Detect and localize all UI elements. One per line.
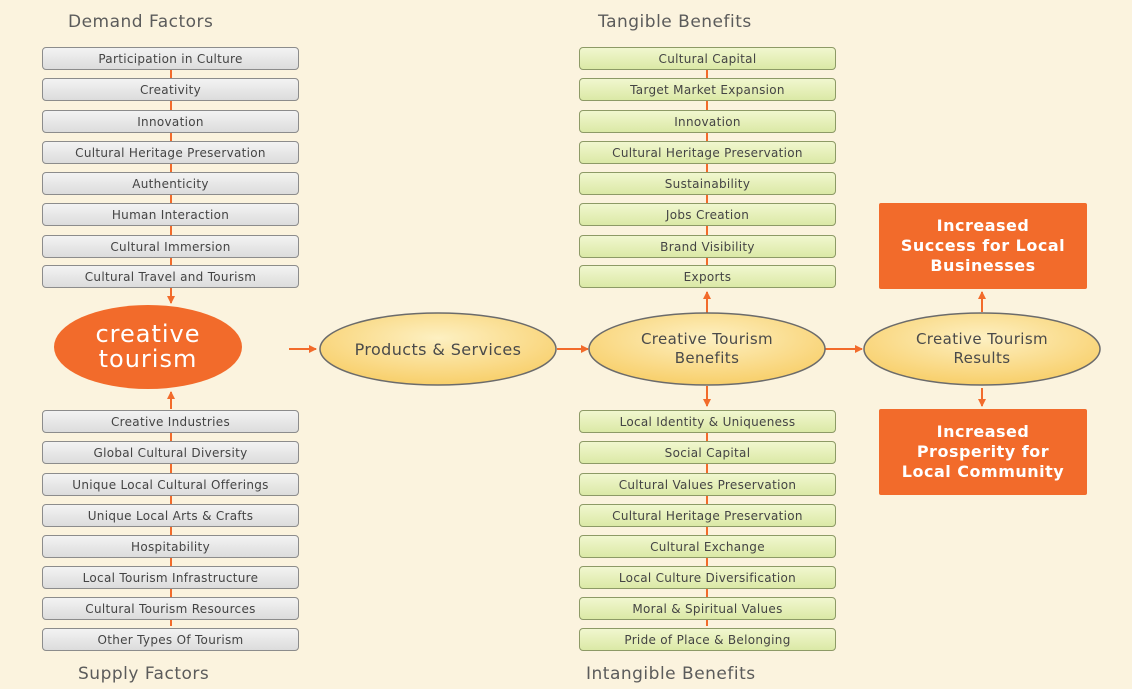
- benefits-oval: [588, 312, 826, 386]
- benefits-label: Creative Tourism Benefits: [589, 313, 825, 385]
- intangible-benefit-box: Cultural Values Preservation: [579, 473, 836, 496]
- tangible-benefits-heading: Tangible Benefits: [598, 12, 752, 32]
- demand-factors-heading: Demand Factors: [68, 12, 214, 32]
- supply-factor-box: Other Types Of Tourism: [42, 628, 299, 651]
- demand-factor-box: Cultural Heritage Preservation: [42, 141, 299, 164]
- results-label-line: Creative Tourism: [915, 330, 1049, 348]
- creative-tourism-line: tourism: [98, 345, 198, 373]
- result-line: Businesses: [930, 256, 1036, 275]
- tangible-benefit-box: Jobs Creation: [579, 203, 836, 226]
- products-services-label: Products & Services: [354, 339, 522, 359]
- tangible-benefit-box: Cultural Heritage Preservation: [579, 141, 836, 164]
- results-label-line: Results: [953, 349, 1011, 367]
- result-line: Prosperity for: [916, 442, 1050, 461]
- intangible-benefits-heading: Intangible Benefits: [586, 664, 756, 684]
- demand-factor-box: Authenticity: [42, 172, 299, 195]
- intangible-benefit-box: Pride of Place & Belonging: [579, 628, 836, 651]
- results-label: Creative Tourism Results: [864, 313, 1100, 385]
- tangible-benefit-box: Brand Visibility: [579, 235, 836, 258]
- intangible-benefit-box: Cultural Exchange: [579, 535, 836, 558]
- result-line: Local Community: [901, 462, 1065, 481]
- result-line: Success for Local: [900, 236, 1066, 255]
- result-line: Increased: [936, 422, 1030, 441]
- intangible-benefit-box: Local Identity & Uniqueness: [579, 410, 836, 433]
- community-prosperity-box: Increased Prosperity for Local Community: [879, 409, 1087, 495]
- supply-factor-box: Hospitability: [42, 535, 299, 558]
- result-line: Increased: [936, 216, 1030, 235]
- tangible-benefit-box: Cultural Capital: [579, 47, 836, 70]
- tangible-benefit-box: Exports: [579, 265, 836, 288]
- demand-factor-box: Creativity: [42, 78, 299, 101]
- supply-factor-box: Unique Local Cultural Offerings: [42, 473, 299, 496]
- supply-factors-heading: Supply Factors: [78, 664, 210, 684]
- demand-factor-box: Human Interaction: [42, 203, 299, 226]
- supply-factor-box: Cultural Tourism Resources: [42, 597, 299, 620]
- results-oval: [863, 312, 1101, 386]
- supply-factor-box: Creative Industries: [42, 410, 299, 433]
- intangible-benefit-box: Local Culture Diversification: [579, 566, 836, 589]
- intangible-benefit-box: Moral & Spiritual Values: [579, 597, 836, 620]
- demand-factor-box: Cultural Travel and Tourism: [42, 265, 299, 288]
- demand-factor-box: Innovation: [42, 110, 299, 133]
- business-success-box: Increased Success for Local Businesses: [879, 203, 1087, 289]
- intangible-benefit-box: Social Capital: [579, 441, 836, 464]
- tangible-benefit-box: Target Market Expansion: [579, 78, 836, 101]
- benefits-label-line: Creative Tourism: [640, 330, 774, 348]
- benefits-label-line: Benefits: [674, 349, 740, 367]
- intangible-benefit-box: Cultural Heritage Preservation: [579, 504, 836, 527]
- supply-factor-box: Local Tourism Infrastructure: [42, 566, 299, 589]
- tangible-benefit-box: Innovation: [579, 110, 836, 133]
- supply-factor-box: Global Cultural Diversity: [42, 441, 299, 464]
- demand-factor-box: Cultural Immersion: [42, 235, 299, 258]
- creative-tourism-line: creative: [95, 320, 201, 348]
- products-services-oval: [319, 312, 557, 386]
- creative-tourism-label: creative tourism: [54, 305, 242, 389]
- creative-tourism-oval: [54, 305, 242, 389]
- tangible-benefit-box: Sustainability: [579, 172, 836, 195]
- supply-factor-box: Unique Local Arts & Crafts: [42, 504, 299, 527]
- demand-factor-box: Participation in Culture: [42, 47, 299, 70]
